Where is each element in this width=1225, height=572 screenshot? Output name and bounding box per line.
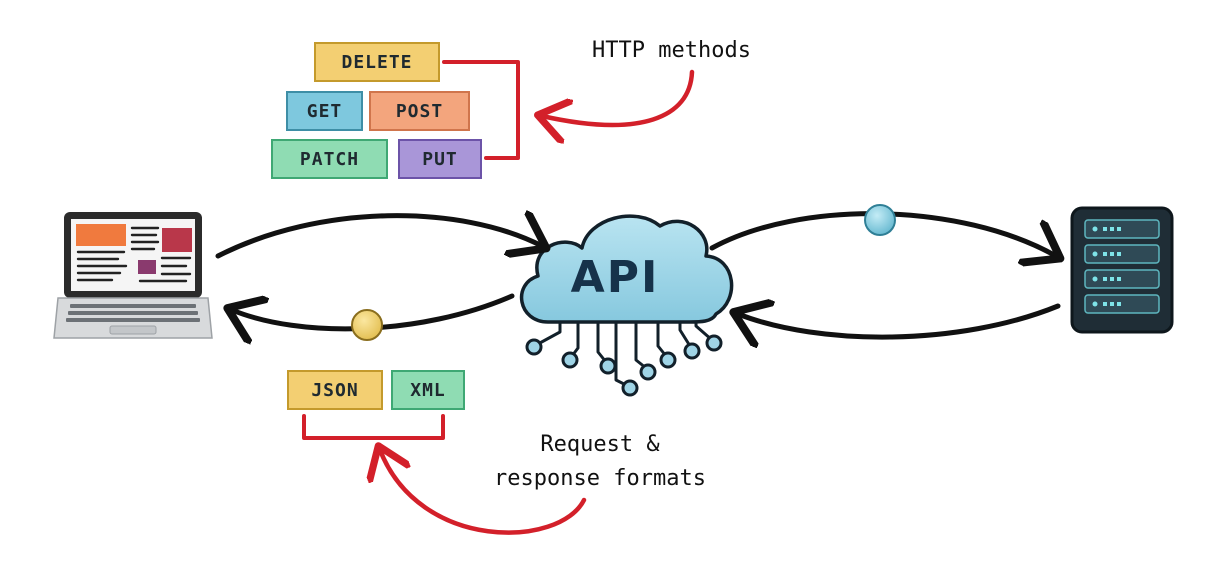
formats-annotation-line1: Request &	[540, 432, 660, 457]
method-tag-put[interactable]: PUT	[398, 139, 482, 179]
http-methods-pointer-arrow	[542, 69, 695, 125]
method-tag-delete[interactable]: DELETE	[314, 42, 440, 82]
formats-pointer-arrow	[380, 450, 587, 535]
http-methods-annotation: HTTP methods	[592, 38, 751, 63]
api-label: API	[570, 252, 660, 303]
cloud-api-icon	[519, 214, 734, 397]
server-icon	[1070, 206, 1174, 334]
request-arrow-client-to-api	[215, 216, 542, 256]
formats-annotation: Request & response formats	[470, 428, 730, 496]
response-packet-dot	[351, 309, 383, 341]
laptop-icon	[53, 212, 213, 339]
method-tag-get[interactable]: GET	[286, 91, 363, 131]
format-tag-json[interactable]: JSON	[287, 370, 383, 410]
method-tag-patch[interactable]: PATCH	[271, 139, 388, 179]
formats-bracket	[302, 414, 445, 440]
http-methods-bracket	[442, 60, 520, 160]
response-arrow-server-to-api	[738, 306, 1061, 337]
request-packet-dot	[864, 204, 896, 236]
format-tag-xml[interactable]: XML	[391, 370, 465, 410]
formats-annotation-line2: response formats	[494, 466, 706, 491]
method-tag-post[interactable]: POST	[369, 91, 470, 131]
